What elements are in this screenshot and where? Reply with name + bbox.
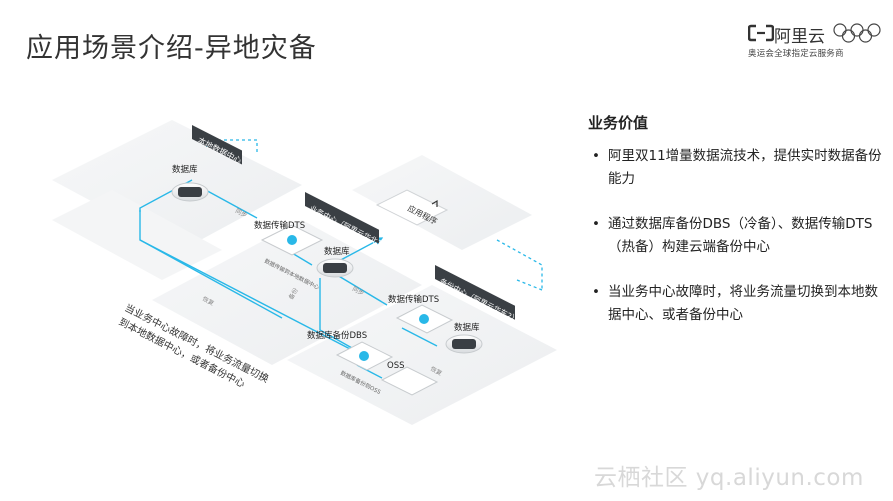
plate-app — [352, 155, 532, 250]
dts-1-label: 数据传输DTS — [254, 220, 305, 231]
backup-center-header — [435, 265, 515, 320]
disaster-recovery-diagram: 本地数据中心 业务中心（阿里云华北1） 备份中心（阿里云华东2） 应用程序 数据… — [52, 100, 572, 440]
page-title: 应用场景介绍-异地灾备 — [26, 33, 317, 64]
logo-name: 阿里云 — [774, 27, 825, 47]
plate-faint — [52, 190, 222, 280]
dbs-icon — [335, 341, 394, 371]
bullet-text: 当业务中心故障时，将业务流量切换到本地数据中心、或者备份中心 — [608, 284, 878, 323]
bullet-text: 阿里双11增量数据流技术，提供实时数据备份能力 — [608, 148, 882, 187]
bullet-dot: • — [592, 284, 600, 300]
business-value-panel: 业务价值 • 阿里双11增量数据流技术，提供实时数据备份能力 • 通过数据库备份… — [588, 112, 888, 349]
dts-1-icon — [260, 224, 324, 256]
app-server-icon — [375, 189, 449, 226]
bullet-item: • 当业务中心故障时，将业务流量切换到本地数据中心、或者备份中心 — [588, 281, 888, 327]
local-db-label: 数据库 — [172, 164, 198, 175]
watermark: 云栖社区 yq.aliyun.com — [594, 465, 864, 491]
bullet-text: 通过数据库备份DBS（冷备）、数据传输DTS（热备）构建云端备份中心 — [608, 216, 873, 255]
bullet-item: • 阿里双11增量数据流技术，提供实时数据备份能力 — [588, 145, 888, 191]
plate-business — [152, 220, 422, 365]
local-dc-header — [192, 125, 242, 165]
dbs-label: 数据库备份DBS — [307, 330, 367, 341]
logo-tagline: 奥运会全球指定云服务商 — [748, 49, 844, 59]
center-db-label: 数据库 — [324, 246, 350, 257]
aliyun-logo: 阿里云 奥运会全球指定云服务商 — [744, 22, 884, 62]
center-database-icon — [316, 258, 354, 278]
dts-2-icon — [395, 304, 454, 334]
bullet-dot: • — [592, 148, 600, 164]
olympic-rings-icon — [833, 23, 881, 43]
plate-backup — [287, 285, 557, 425]
dts-2-label: 数据传输DTS — [388, 294, 439, 305]
backup-db-label: 数据库 — [454, 322, 480, 333]
aliyun-logo-icon — [748, 24, 774, 42]
oss-icon — [380, 366, 439, 396]
bullet-item: • 通过数据库备份DBS（冷备）、数据传输DTS（热备）构建云端备份中心 — [588, 213, 888, 259]
backup-database-icon — [445, 334, 483, 354]
plate-local-dc — [52, 120, 302, 250]
business-center-header — [305, 192, 379, 244]
local-database-icon — [171, 182, 209, 202]
oss-label: OSS — [387, 361, 404, 371]
panel-title: 业务价值 — [588, 114, 649, 132]
bullet-dot: • — [592, 216, 600, 232]
